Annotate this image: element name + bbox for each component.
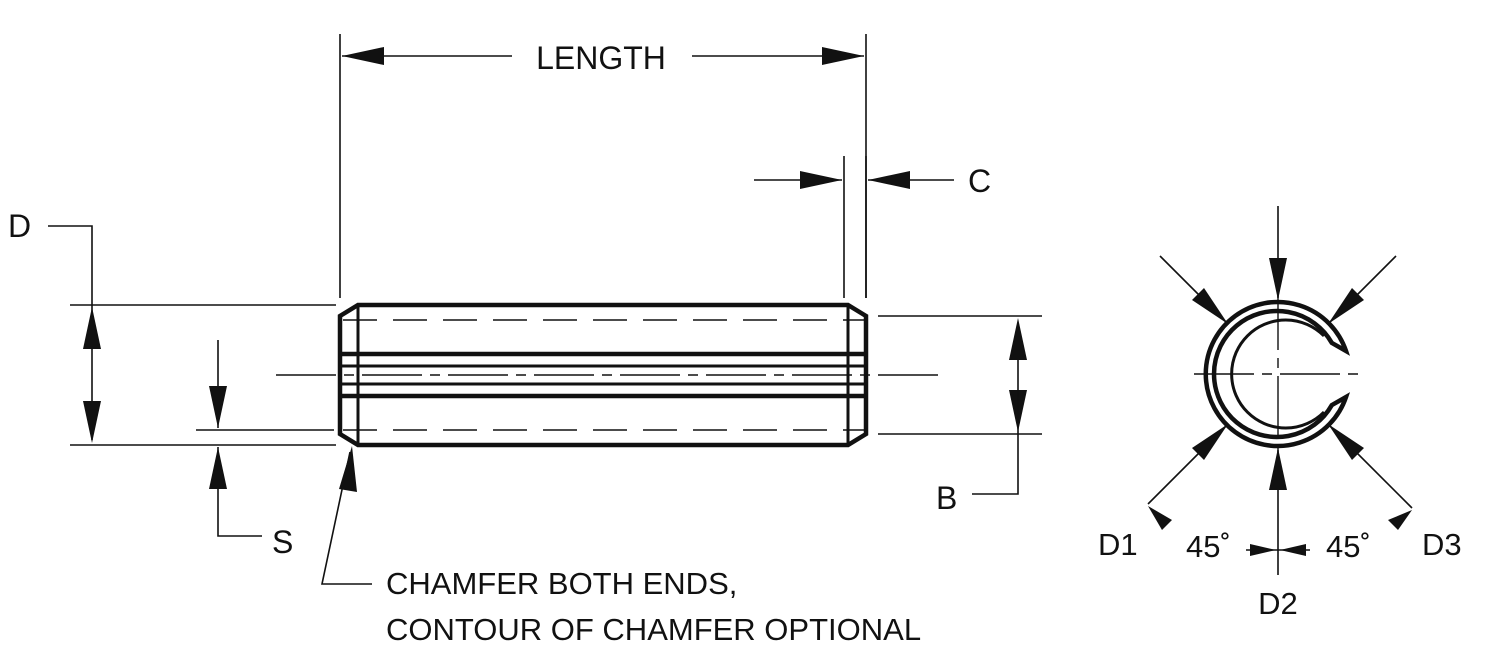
leader-line: [48, 225, 93, 440]
arrowhead: [209, 386, 227, 428]
arrowhead: [1009, 318, 1027, 360]
s-label: S: [272, 524, 293, 560]
arrowhead: [83, 307, 101, 349]
c-label: C: [968, 163, 991, 199]
arrowhead: [822, 47, 864, 65]
arrowhead: [209, 447, 227, 489]
arrowhead: [1192, 424, 1228, 460]
arrowhead: [800, 171, 842, 189]
length-label: LENGTH: [536, 40, 666, 76]
d-dimension: D: [8, 208, 336, 446]
arrowhead: [342, 47, 384, 65]
b-dimension: B: [878, 315, 1042, 516]
arrowhead: [1388, 510, 1412, 530]
arrowhead: [868, 171, 910, 189]
arrowhead: [83, 401, 101, 443]
c-dimension: C: [754, 156, 991, 298]
angle-right-label: 45˚: [1326, 529, 1371, 564]
note-line-1: CHAMFER BOTH ENDS,: [386, 566, 737, 601]
arrowhead: [339, 446, 357, 492]
arrowhead: [1280, 544, 1306, 556]
leader-line: [972, 360, 1019, 495]
arrowhead: [1269, 448, 1287, 490]
arrowhead: [1328, 424, 1364, 460]
d1-label: D1: [1098, 527, 1138, 562]
arrowhead: [1269, 258, 1287, 300]
inner-ring-line: [1230, 318, 1326, 430]
chamfer-note: CHAMFER BOTH ENDS, CONTOUR OF CHAMFER OP…: [321, 446, 921, 647]
leader-line: [217, 447, 262, 537]
arrowhead: [1192, 288, 1228, 324]
b-label: B: [936, 480, 957, 516]
angle-left-label: 45˚: [1186, 529, 1231, 564]
pin-cross-section: [1203, 299, 1351, 449]
end-view: D1 45˚ 45˚ D3 D2: [1098, 206, 1462, 621]
s-dimension: S: [196, 340, 334, 560]
length-dimension: LENGTH: [339, 34, 867, 298]
arrowhead: [1328, 288, 1364, 324]
arrowhead: [1250, 544, 1276, 556]
d2-label: D2: [1258, 586, 1298, 621]
arrowhead: [1148, 506, 1172, 530]
d3-label: D3: [1422, 527, 1462, 562]
d-label: D: [8, 208, 31, 244]
note-line-2: CONTOUR OF CHAMFER OPTIONAL: [386, 612, 921, 647]
leader-line: [321, 451, 372, 585]
side-view: [276, 302, 938, 448]
